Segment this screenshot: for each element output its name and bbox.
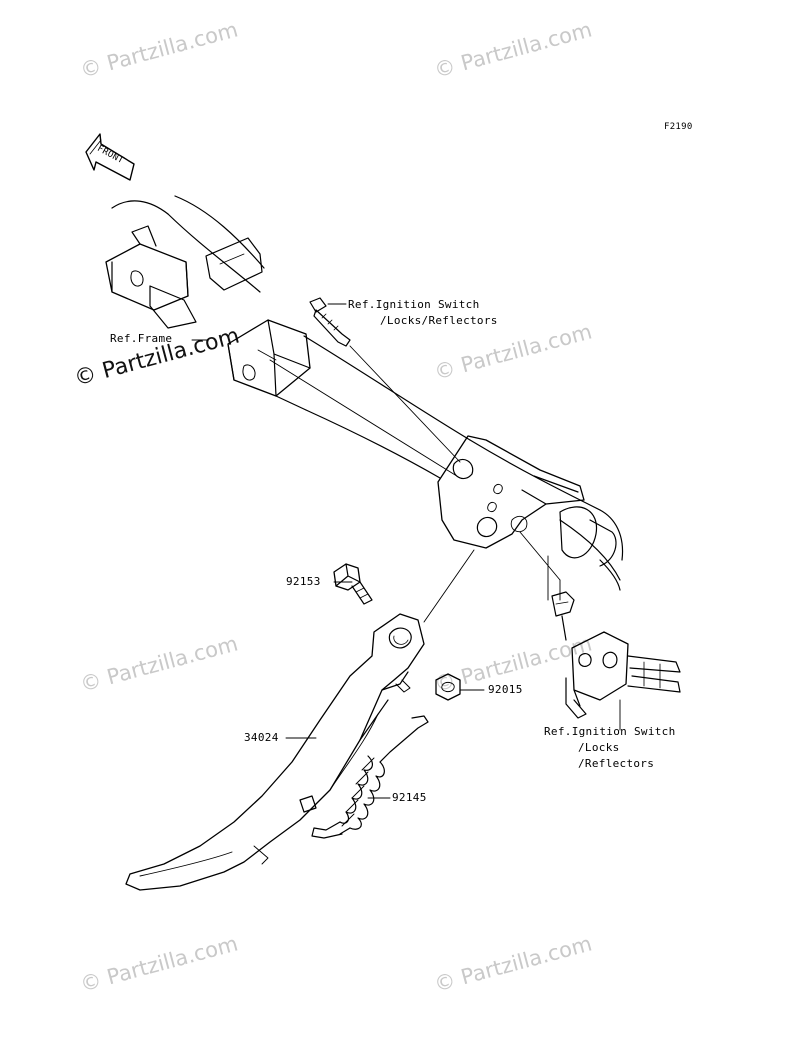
part-number-92015[interactable]: 92015 xyxy=(488,683,523,696)
nut-92015 xyxy=(435,673,461,701)
leader-lines xyxy=(191,303,621,799)
ref-ignition-top-line2: /Locks/Reflectors xyxy=(380,314,498,327)
part-number-92145[interactable]: 92145 xyxy=(392,791,427,804)
bolt-ignition-top xyxy=(309,297,351,347)
bolt-92153 xyxy=(333,563,373,605)
side-stand-34024 xyxy=(125,613,425,891)
ignition-switch-assembly xyxy=(551,591,681,719)
part-number-92153[interactable]: 92153 xyxy=(286,575,321,588)
ref-ignition-top-line1: Ref.Ignition Switch xyxy=(348,298,480,311)
ref-ignition-bottom-line1: Ref.Ignition Switch xyxy=(544,725,676,738)
ref-ignition-bottom-line3: /Reflectors xyxy=(578,757,655,770)
frame-tube xyxy=(105,195,624,591)
ref-frame-label: Ref.Frame xyxy=(110,332,173,345)
part-number-34024[interactable]: 34024 xyxy=(244,731,279,744)
stand-bracket xyxy=(437,435,617,567)
ref-ignition-bottom-line2: /Locks xyxy=(578,741,620,754)
diagram-id: F2190 xyxy=(664,122,693,132)
front-arrow-icon xyxy=(85,133,135,181)
spring-92145 xyxy=(311,715,429,839)
